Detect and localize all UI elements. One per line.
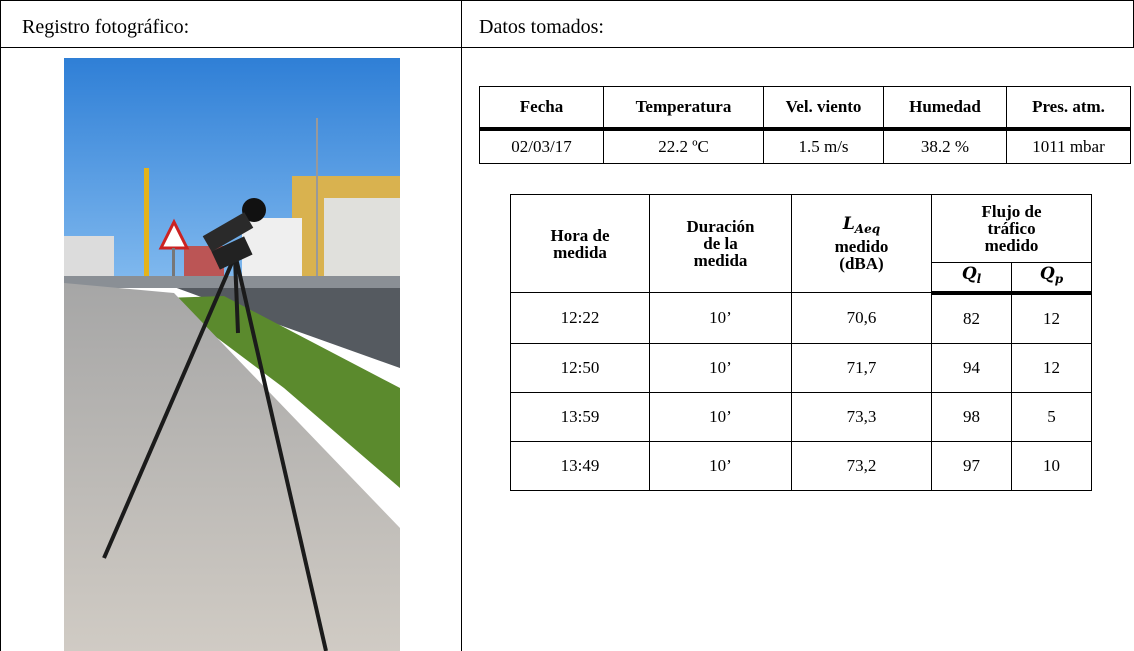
laeq-subscript: Aeq	[854, 222, 881, 236]
cell-ql: 82	[931, 292, 1012, 344]
site-photo	[64, 58, 400, 651]
header-fecha: Fecha	[479, 86, 604, 131]
photo-section-header: Registro fotográfico:	[22, 16, 190, 38]
value-temperatura: 22.2 ºC	[603, 128, 764, 164]
cell-laeq: 71,7	[791, 342, 932, 393]
cell-hora: 12:50	[510, 342, 650, 393]
cell-duracion: 10’	[649, 391, 792, 442]
cell-qp: 10	[1010, 440, 1093, 492]
frame-left-border	[0, 0, 1, 651]
measurements-header-row: Hora de medida Duración de la medida LAe…	[510, 194, 1093, 293]
conditions-header-row: Fecha Temperatura Vel. viento Humedad Pr…	[479, 86, 1131, 131]
cell-qp: 5	[1010, 391, 1093, 442]
cell-qp: 12	[1010, 342, 1093, 393]
frame-column-divider	[461, 0, 462, 651]
header-hora: Hora de medida	[510, 194, 650, 293]
ql-symbol: Q	[961, 264, 977, 285]
header-duracion: Duración de la medida	[649, 194, 792, 293]
measurements-subheader-row: Ql Qp	[511, 262, 1093, 295]
cell-ql: 97	[931, 440, 1012, 492]
cell-hora: 13:59	[510, 391, 650, 442]
data-section-header: Datos tomados:	[479, 16, 604, 38]
qp-symbol: Q	[1039, 264, 1055, 285]
value-humedad: 38.2 %	[883, 128, 1007, 164]
header-vel-viento: Vel. viento	[763, 86, 884, 131]
header-qp: Qp	[1010, 262, 1093, 295]
qp-subscript: p	[1054, 272, 1064, 287]
table-row: 13:59 10’ 73,3 98 5	[510, 391, 1093, 442]
conditions-table: Fecha Temperatura Vel. viento Humedad Pr…	[479, 86, 1131, 164]
cell-hora: 12:22	[510, 292, 650, 344]
laeq-label: medido (dBA)	[834, 237, 889, 273]
cell-laeq: 73,3	[791, 391, 932, 442]
value-vel-viento: 1.5 m/s	[763, 128, 884, 164]
conditions-value-row: 02/03/17 22.2 ºC 1.5 m/s 38.2 % 1011 mba…	[479, 128, 1131, 164]
cell-ql: 98	[931, 391, 1012, 442]
ql-subscript: l	[976, 272, 982, 287]
cell-qp: 12	[1010, 292, 1093, 344]
header-pres-atm: Pres. atm.	[1006, 86, 1131, 131]
laeq-symbol: L	[842, 214, 855, 234]
frame-top-border	[0, 0, 1134, 1]
header-humedad: Humedad	[883, 86, 1007, 131]
value-fecha: 02/03/17	[479, 128, 604, 164]
header-temperatura: Temperatura	[603, 86, 764, 131]
header-flujo: Flujo de tráfico medido	[930, 194, 1093, 263]
cell-duracion: 10’	[649, 342, 792, 393]
cell-hora: 13:49	[510, 440, 650, 492]
value-pres-atm: 1011 mbar	[1006, 128, 1131, 164]
table-row: 13:49 10’ 73,2 97 10	[510, 440, 1093, 492]
cell-ql: 94	[931, 342, 1012, 393]
header-ql: Ql	[931, 262, 1012, 295]
cell-duracion: 10’	[649, 292, 792, 344]
table-row: 12:50 10’ 71,7 94 12	[510, 342, 1093, 393]
cell-laeq: 70,6	[791, 292, 932, 344]
cell-laeq: 73,2	[791, 440, 932, 492]
frame-header-divider	[0, 47, 1134, 48]
table-row: 12:22 10’ 70,6 82 12	[510, 292, 1093, 344]
measurements-table: Hora de medida Duración de la medida LAe…	[510, 194, 1093, 492]
cell-duracion: 10’	[649, 440, 792, 492]
header-laeq: LAeq medido (dBA)	[791, 194, 932, 293]
